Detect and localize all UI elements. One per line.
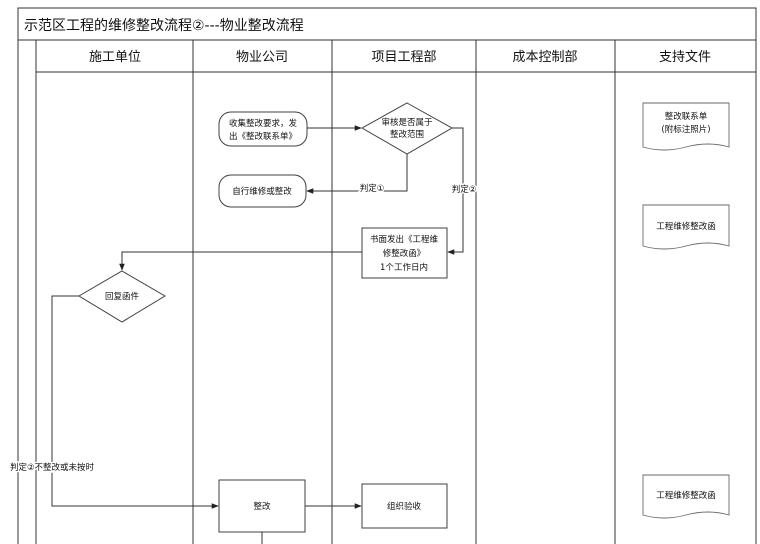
edge-label-judge2-reject: 判定②不整改或未按时 [10, 462, 95, 473]
node-collect-request: 收集整改要求，发 出《整改联系单》 [218, 111, 308, 147]
svg-text:书面发出《工程维: 书面发出《工程维 [370, 234, 439, 245]
lane-header-engineering: 项目工程部 [371, 50, 436, 65]
page-title: 示范区工程的维修整改流程②---物业整改流程 [24, 17, 304, 34]
node-rectify: 整改 [218, 479, 306, 533]
svg-text:(附标注照片): (附标注照片) [661, 124, 710, 135]
svg-text:修整改函》: 修整改函》 [383, 248, 426, 259]
svg-text:整改: 整改 [253, 501, 271, 512]
node-organize-acceptance: 组织验收 [361, 483, 448, 529]
lane-header-cost-control: 成本控制部 [512, 50, 577, 65]
node-self-repair: 自行维修或整改 [218, 174, 307, 208]
edge-check-to-issue-letter [447, 127, 464, 255]
edge-check-to-self-repair [306, 154, 408, 194]
document-repair-letter-2: 工程维修整改函 [642, 474, 730, 519]
edge-label-judge2: 判定② [452, 184, 477, 195]
node-issue-letter: 书面发出《工程维 修整改函》 1个工作日内 [361, 227, 448, 279]
svg-text:收集整改要求，发: 收集整改要求，发 [229, 118, 298, 129]
svg-text:整改范围: 整改范围 [390, 129, 424, 140]
svg-text:回复函件: 回复函件 [105, 291, 140, 302]
svg-text:审核是否属于: 审核是否属于 [381, 117, 433, 128]
lane-header-property: 物业公司 [236, 50, 288, 65]
node-reply-letter: 回复函件 [78, 270, 166, 323]
svg-text:自行维修或整改: 自行维修或整改 [232, 186, 292, 197]
document-rectification-notice: 整改联系单 (附标注照片) [642, 102, 730, 151]
svg-text:出《整改联系单》: 出《整改联系单》 [229, 131, 297, 142]
document-repair-letter-1: 工程维修整改函 [642, 204, 730, 250]
lane-header-documents: 支持文件 [659, 50, 711, 65]
edge-issue-letter-to-reply [119, 251, 362, 271]
svg-text:组织验收: 组织验收 [387, 501, 422, 512]
node-check-scope: 审核是否属于 整改范围 [360, 102, 454, 155]
svg-text:工程维修整改函: 工程维修整改函 [656, 490, 716, 501]
edge-label-judge1: 判定① [360, 183, 385, 194]
pool-frame [17, 7, 757, 544]
svg-text:整改联系单: 整改联系单 [665, 111, 708, 122]
lane-header-contractor: 施工单位 [89, 50, 141, 65]
edge-reply-to-rectify [51, 295, 219, 509]
svg-text:1个工作日内: 1个工作日内 [380, 262, 428, 273]
svg-text:工程维修整改函: 工程维修整改函 [656, 221, 716, 232]
